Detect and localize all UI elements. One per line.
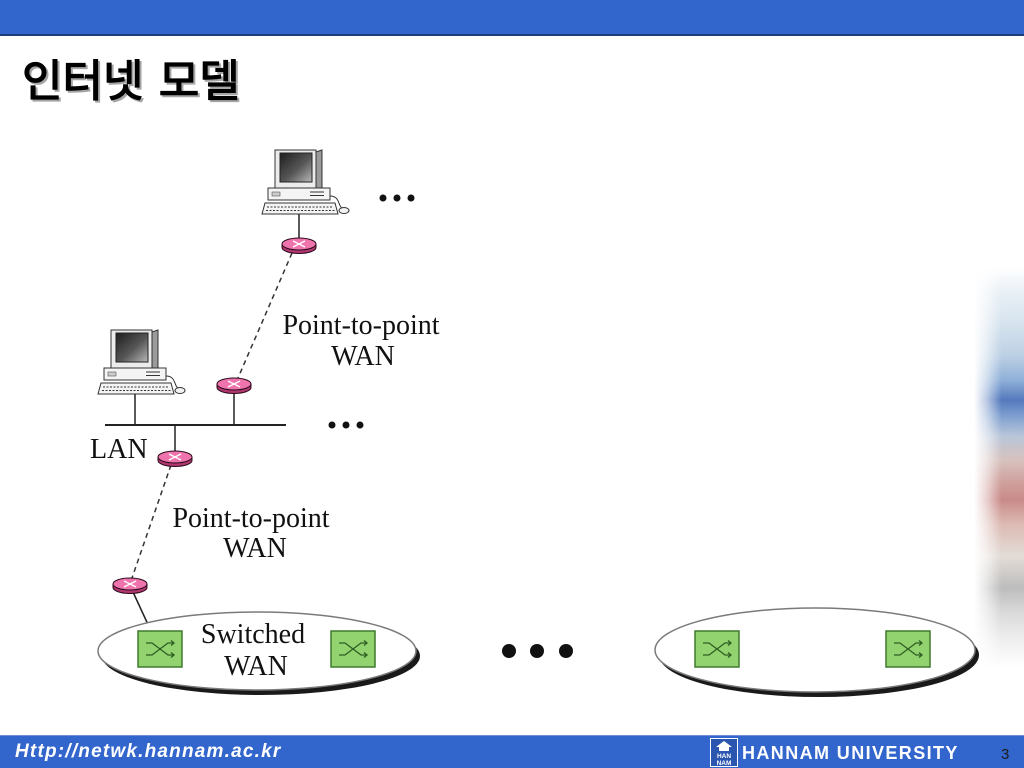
switched-wan-label-line1: Switched (201, 619, 305, 650)
lan-label: LAN (90, 434, 148, 465)
emblem-lettering-top: HAN (717, 753, 731, 760)
ptp-wan-lower-label-line1: Point-to-point (172, 503, 329, 534)
router-icon (112, 577, 148, 595)
switched-wan-left (97, 611, 420, 695)
page-number: 3 (1001, 746, 1010, 763)
header-bar (0, 0, 1024, 36)
footer-url: Http://netwk.hannam.ac.kr (15, 741, 282, 762)
university-name: HANNAM UNIVERSITY (742, 743, 959, 763)
point-to-point-wan-link-upper (237, 252, 293, 379)
dot (328, 421, 336, 429)
dot (502, 644, 516, 658)
dot (559, 644, 573, 658)
slide-title: 인터넷 모델 (22, 56, 240, 107)
emblem-lettering-bottom: NAM (717, 760, 732, 767)
dot (393, 194, 401, 202)
university-emblem-icon: HAN NAM (710, 738, 738, 767)
router-icon (157, 450, 193, 468)
dot (342, 421, 350, 429)
ptp-wan-upper-label-line1: Point-to-point (282, 310, 439, 341)
dot (379, 194, 387, 202)
ptp-wan-lower-label-line2: WAN (223, 533, 287, 564)
footer-bar: Http://netwk.hannam.ac.kr HAN NAM HANNAM… (0, 735, 1024, 768)
switch-icon (330, 630, 376, 668)
point-to-point-wan-link-lower (131, 464, 172, 579)
ptp-wan-upper-label-line2: WAN (331, 341, 395, 372)
computer-icon (97, 329, 186, 395)
ellipsis-dots-wan (502, 644, 573, 658)
switched-wan-right (654, 607, 979, 697)
switch-icon (885, 630, 931, 668)
dot (530, 644, 544, 658)
ellipsis-dots-top (379, 194, 415, 202)
router-icon (216, 377, 252, 395)
dot (356, 421, 364, 429)
switch-icon (694, 630, 740, 668)
dot (407, 194, 415, 202)
ellipsis-dots-lan (328, 421, 364, 429)
computer-icon (261, 149, 350, 215)
switch-icon (137, 630, 183, 668)
router-icon (281, 237, 317, 255)
switched-wan-label-line2: WAN (224, 651, 288, 682)
switched-wan-boundary (654, 607, 976, 693)
background-photo-strip (974, 268, 1024, 668)
